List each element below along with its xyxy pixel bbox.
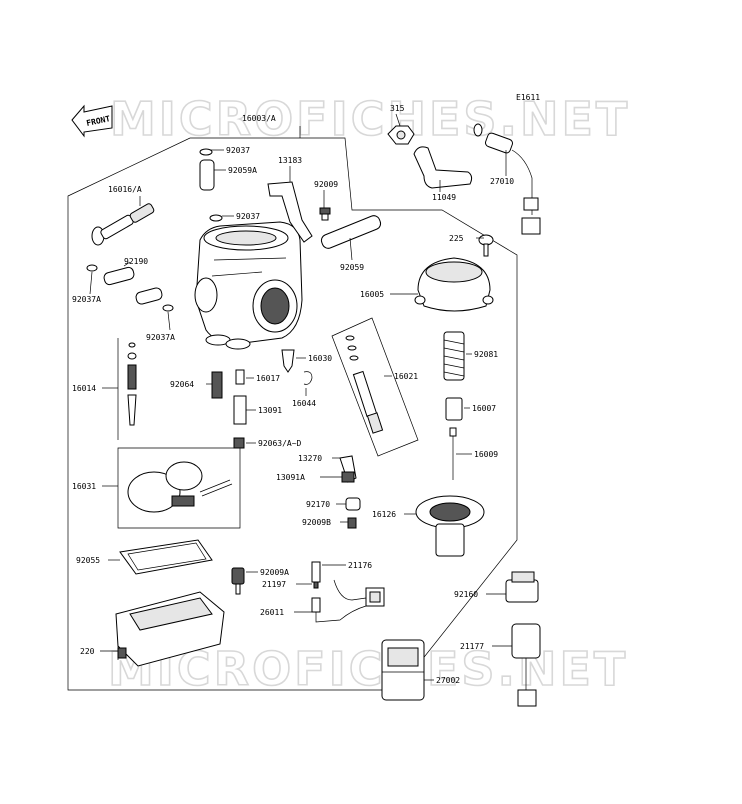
harness-26011 (311, 597, 367, 623)
part-label: 13091 (258, 406, 282, 415)
heater-21176 (311, 561, 385, 607)
part-label: 92170 (306, 500, 330, 509)
screw-220 (117, 647, 127, 659)
part-label: 92190 (124, 257, 148, 266)
part-label: 16021 (394, 372, 418, 381)
part-label: 92063/A~D (258, 439, 302, 448)
hose-92059a (199, 159, 215, 191)
needle-valve-16030 (281, 349, 295, 373)
part-label: 315 (390, 104, 405, 113)
diaphragm-16126 (415, 495, 485, 557)
carburetor-body (194, 221, 303, 350)
part-label: 92037 (226, 146, 250, 155)
leader-lines (89, 113, 512, 681)
part-label: 21197 (262, 580, 286, 589)
part-label: 16014 (72, 384, 96, 393)
clip-16044 (303, 371, 313, 385)
part-label: 16003/A (242, 114, 276, 123)
part-label: 92160 (454, 590, 478, 599)
switch-27010 (473, 123, 541, 235)
part-label: 92037A (72, 295, 101, 304)
part-label: 27010 (490, 177, 514, 186)
pilot-screw-16014 (117, 338, 137, 440)
part-label: 13091A (276, 473, 305, 482)
hose-92190b (135, 287, 163, 305)
part-label: 92081 (474, 350, 498, 359)
part-label: 225 (449, 234, 464, 243)
part-label: 16009 (474, 450, 498, 459)
part-label: 16017 (256, 374, 280, 383)
holder-13091 (233, 395, 247, 425)
assembly-outline (67, 137, 518, 691)
module-21177 (511, 623, 541, 707)
clip-92037-mid (209, 214, 223, 222)
part-label: 16031 (72, 482, 96, 491)
plunger-16016a (91, 203, 155, 246)
clip-92037a-right (162, 304, 174, 312)
part-label: 92059A (228, 166, 257, 175)
part-label: 27002 (436, 676, 460, 685)
diagram-code: E1611 (516, 93, 540, 102)
clip-92037-top (199, 148, 213, 156)
clip-92037a-left (86, 264, 98, 272)
part-label: 220 (80, 647, 95, 656)
part-label: 92037A (146, 333, 175, 342)
part-label: 16126 (372, 510, 396, 519)
holder-13091a (341, 471, 355, 483)
part-label: 16016/A (108, 185, 142, 194)
part-label: 16005 (360, 290, 384, 299)
top-cover-16005 (414, 257, 494, 312)
part-label: 16044 (292, 399, 316, 408)
part-label: 92009B (302, 518, 331, 527)
part-label: 92009 (314, 180, 338, 189)
chamber-box-16031 (117, 447, 241, 529)
part-label: 16030 (308, 354, 332, 363)
spring-92081 (443, 331, 465, 381)
part-label: 92055 (76, 556, 100, 565)
screw-92009a (231, 567, 245, 595)
watermark-top: MICROFICHES.NET (110, 92, 630, 146)
float-bowl (115, 591, 225, 667)
jet-needle-16021 (331, 317, 419, 457)
nut-315 (387, 125, 415, 145)
part-label: 11049 (432, 193, 456, 202)
screw-92009 (319, 207, 331, 221)
part-labels: 16003/A 315 27010 11049 92037 92059A 131… (72, 104, 514, 685)
cap-92160 (505, 571, 539, 603)
screw-92064 (211, 371, 223, 399)
part-label: 21177 (460, 642, 484, 651)
part-label: 92037 (236, 212, 260, 221)
part-label: 13270 (298, 454, 322, 463)
jet-92063 (233, 437, 245, 449)
part-label: 26011 (260, 608, 284, 617)
front-arrow-icon: FRONT (71, 104, 113, 138)
clamp-92170 (345, 497, 361, 511)
part-label: 92059 (340, 263, 364, 272)
part-label: 21176 (348, 561, 372, 570)
hose-92190 (103, 266, 135, 286)
gasket-92055 (119, 539, 213, 575)
cover-27002 (381, 639, 425, 701)
lever-13183 (267, 181, 313, 243)
part-label: 16007 (472, 404, 496, 413)
jet-16017 (235, 369, 245, 385)
part-label: 13183 (278, 156, 302, 165)
bracket-11049 (413, 146, 473, 189)
holder-16007 (445, 397, 463, 421)
screw-92009b (347, 517, 357, 529)
part-label: 92064 (170, 380, 194, 389)
needle-16009 (449, 427, 457, 480)
part-label: 92009A (260, 568, 289, 577)
hose-92059 (320, 215, 382, 249)
screw-225 (478, 234, 494, 257)
